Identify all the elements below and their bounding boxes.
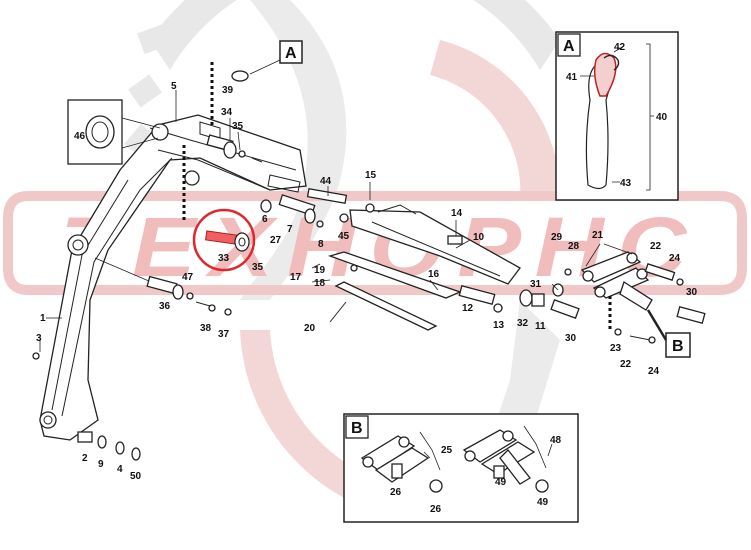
callout-10: 10 (473, 232, 485, 243)
callout-6: 6 (262, 214, 268, 225)
highlight-part-33 (192, 208, 256, 272)
detail-inset-a: A (555, 31, 679, 201)
callout-38: 38 (200, 323, 212, 334)
callouts: 5 39 34 35 46 44 15 14 10 6 27 7 8 45 33… (36, 42, 698, 515)
detail-inset-b: B (343, 413, 579, 523)
callout-17: 17 (290, 272, 302, 283)
detail-label-a-top: A (285, 45, 297, 62)
callout-45: 45 (338, 231, 350, 242)
callout-4: 4 (117, 464, 123, 475)
callout-37: 37 (218, 329, 230, 340)
callout-33: 33 (218, 253, 230, 264)
callout-31: 31 (530, 279, 542, 290)
callout-11: 11 (535, 321, 546, 332)
callout-15: 15 (365, 170, 377, 181)
callout-28: 28 (568, 241, 580, 252)
callout-23: 23 (610, 343, 622, 354)
callout-27: 27 (270, 235, 282, 246)
callout-21: 21 (592, 230, 604, 241)
callout-42: 42 (614, 42, 626, 53)
callout-39: 39 (222, 85, 234, 96)
callout-25: 25 (441, 445, 453, 456)
callout-8: 8 (318, 239, 324, 250)
detail-box-46 (67, 99, 161, 165)
callout-32: 32 (517, 318, 529, 329)
detail-label-b-pointer: B (672, 338, 684, 355)
callout-48: 48 (550, 435, 562, 446)
callout-49-left: 49 (495, 477, 507, 488)
callout-7: 7 (287, 224, 293, 235)
detail-label-b-inset: B (351, 420, 363, 437)
callout-5: 5 (171, 81, 177, 92)
callout-35-bottom: 35 (252, 262, 264, 273)
callout-35-top: 35 (232, 121, 244, 132)
callout-13: 13 (493, 320, 505, 331)
linkage-parts: B (564, 251, 706, 358)
callout-22-top: 22 (650, 241, 662, 252)
callout-44: 44 (320, 176, 332, 187)
callout-41: 41 (566, 72, 578, 83)
callout-19: 19 (314, 265, 326, 276)
callout-36: 36 (159, 301, 171, 312)
callout-1: 1 (40, 313, 46, 324)
detail-pointer-a: A (210, 40, 303, 125)
callout-34: 34 (221, 107, 233, 118)
callout-9: 9 (98, 459, 104, 470)
callout-30-left: 30 (565, 333, 577, 344)
callout-43: 43 (620, 178, 632, 189)
callout-20: 20 (304, 323, 316, 334)
callout-3: 3 (36, 333, 42, 344)
callout-46: 46 (74, 131, 86, 142)
boom-assembly (39, 114, 307, 441)
callout-2: 2 (82, 453, 88, 464)
callout-29: 29 (551, 232, 563, 243)
callout-49-right: 49 (537, 497, 549, 508)
callout-24-top: 24 (669, 253, 681, 264)
boom-head-parts (32, 134, 349, 461)
bracket-parts (327, 203, 580, 331)
callout-26-left: 26 (390, 487, 402, 498)
leader-lines (39, 90, 633, 459)
detail-label-a-inset: A (563, 38, 575, 55)
callout-16: 16 (428, 269, 440, 280)
callout-26-right: 26 (430, 504, 442, 515)
callout-40: 40 (656, 112, 668, 123)
callout-18: 18 (314, 278, 326, 289)
callout-47: 47 (182, 272, 194, 283)
callout-12: 12 (462, 303, 474, 314)
callout-22-bottom: 22 (620, 359, 632, 370)
callout-14: 14 (451, 208, 463, 219)
callout-50: 50 (130, 471, 142, 482)
callout-24-bottom: 24 (648, 366, 660, 377)
callout-30-right: 30 (686, 287, 698, 298)
